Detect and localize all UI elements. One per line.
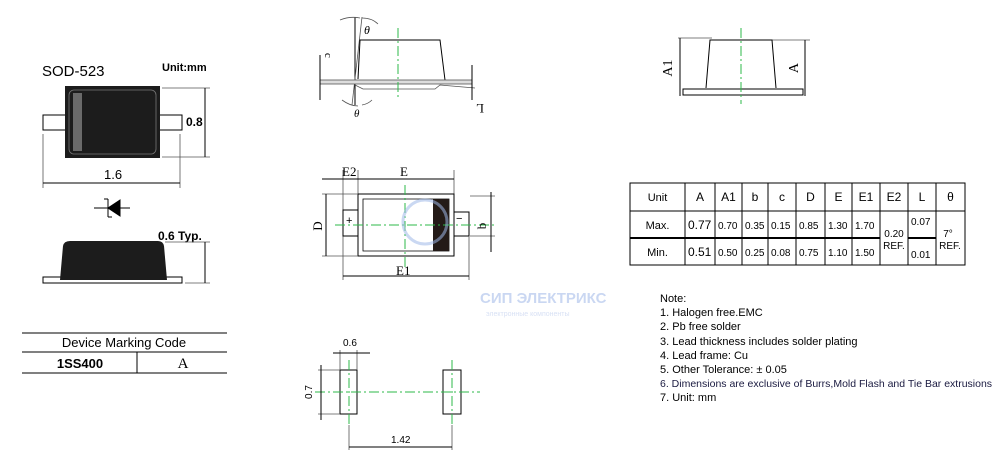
table-cell-max: 0.70 [718, 221, 738, 232]
note-item: 2. Pb free solder [660, 321, 741, 334]
marking-part: 1SS400 [57, 356, 103, 371]
table-cell-min: 0.25 [745, 248, 765, 259]
table-cell-headers: A1 [721, 190, 736, 204]
table-cell-min: 0.01 [911, 250, 931, 261]
note-item: 7. Unit: mm [660, 392, 717, 405]
E2-label: E2 [342, 164, 356, 179]
plus-label: + [346, 215, 352, 227]
footprint: 0.6 0.7 1.42 [304, 338, 480, 450]
c-label: c [322, 53, 334, 58]
table-cell-max: 0.35 [745, 221, 765, 232]
table-cell-max: 1.30 [828, 221, 848, 232]
table-cell-max: 0.15 [771, 221, 791, 232]
end-view: A1 A [661, 28, 810, 104]
side-profile-view: θ c θ L [319, 16, 484, 120]
watermark-tagline: электронные компоненты [486, 311, 570, 318]
table-cell-headers: L [919, 190, 926, 204]
table-cell-min: 0.51 [688, 245, 712, 259]
table-cell-headers: θ [947, 190, 954, 204]
table-cell-headers: c [779, 190, 785, 204]
watermark: СИП ЭЛЕКТРИКС электронные компоненты [401, 198, 607, 318]
note-item: 5. Other Tolerance: ± 0.05 [660, 364, 787, 377]
note-item: 1. Halogen free.EMC [660, 307, 763, 320]
cathode-band [73, 93, 82, 151]
marking-code: A [178, 356, 189, 372]
package-top-view: SOD-523 Unit:mm 0.8 1.6 [42, 62, 210, 188]
minus-label: − [456, 213, 462, 225]
table-cell-min: Min. [647, 247, 668, 259]
dim-thickness: 0.6 Typ. [158, 229, 202, 243]
unit-label: Unit:mm [162, 62, 207, 74]
theta-ref: REF. [939, 241, 961, 252]
note-item: 6. Dimensions are exclusive of Burrs,Mol… [660, 378, 993, 391]
D-label: D [310, 221, 325, 230]
e2-value: 0.20 [884, 229, 904, 240]
e2-ref: REF. [883, 241, 905, 252]
E-label: E [400, 164, 408, 179]
note-item: 3. Lead thickness includes solder platin… [660, 335, 858, 348]
dim-length: 1.6 [104, 167, 122, 182]
marking-header: Device Marking Code [62, 335, 186, 350]
watermark-brand: СИП ЭЛЕКТРИКС [480, 290, 607, 307]
table-cell-min: 0.08 [771, 248, 791, 259]
A1-label: A1 [661, 59, 676, 76]
pad-width-label: 0.6 [343, 338, 357, 349]
lead-left [42, 114, 68, 131]
table-cell-max: 0.85 [799, 221, 819, 232]
table-cell-headers: E1 [859, 190, 874, 204]
b-label: b [474, 223, 489, 230]
table-cell-headers: E [834, 190, 842, 204]
notes: Note: 1. Halogen free.EMC 2. Pb free sol… [660, 292, 992, 406]
table-cell-min: 1.10 [828, 248, 848, 259]
table-cell-max: 0.07 [911, 217, 931, 228]
theta-top-label: θ [364, 23, 370, 37]
A-label: A [787, 62, 802, 73]
dim-height: 0.8 [186, 115, 203, 129]
package-side-view: 0.6 Typ. [42, 229, 210, 284]
table-cell-headers: A [696, 190, 704, 204]
note-item: 4. Lead frame: Cu [660, 349, 749, 362]
E1-label: E1 [396, 263, 410, 278]
watermark-logo-icon [401, 198, 449, 246]
table-cell-min: 0.75 [799, 248, 819, 259]
pitch-label: 1.42 [391, 435, 411, 446]
table-cell-headers: b [752, 190, 759, 204]
device-marking-table: Device Marking Code 1SS400 A [22, 332, 227, 374]
theta-value: 7° [943, 229, 953, 240]
notes-title: Note: [660, 293, 687, 305]
theta-bottom-label: θ [354, 108, 360, 120]
lead-right [157, 114, 183, 131]
table-cell-headers: D [806, 190, 815, 204]
diode-symbol-icon [94, 198, 130, 218]
table-cell-max: 1.70 [855, 221, 875, 232]
table-cell-headers: Unit [648, 192, 668, 204]
pad-height-label: 0.7 [304, 385, 315, 399]
L-label: L [476, 101, 484, 116]
package-name: SOD-523 [42, 63, 105, 80]
table-cell-max: 0.77 [688, 218, 712, 232]
table-cell-max: Max. [646, 220, 670, 232]
table-cell-min: 0.50 [718, 248, 738, 259]
table-cell-min: 1.50 [855, 248, 875, 259]
table-cell-headers: E2 [887, 190, 902, 204]
